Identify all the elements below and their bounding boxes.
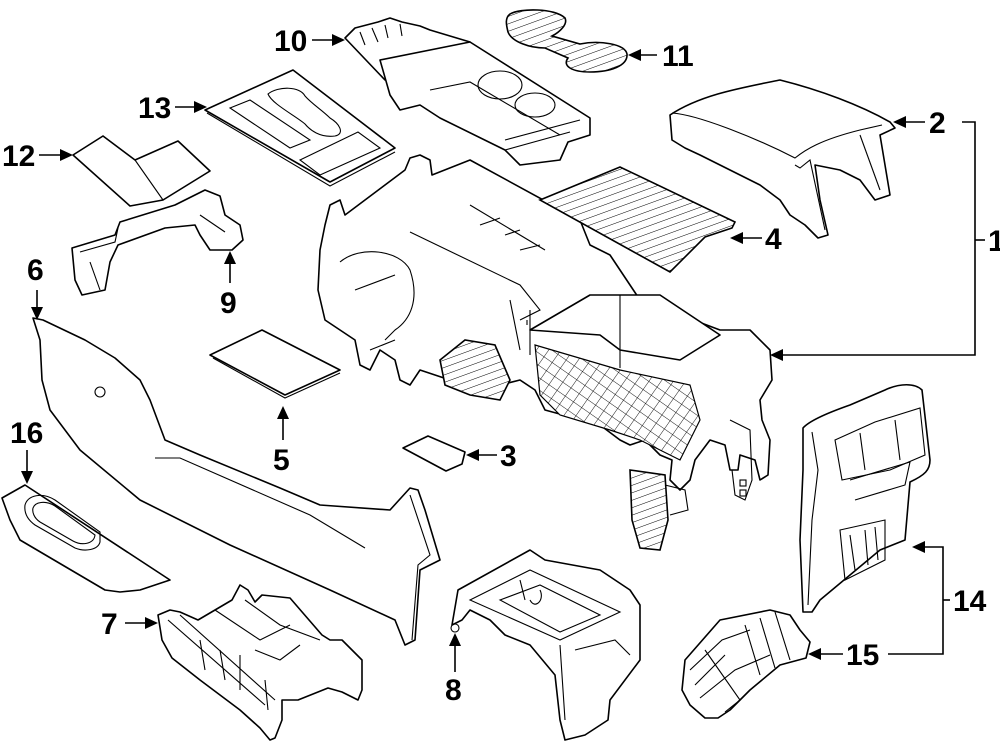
callout-15[interactable]: 15 [808,639,879,672]
callout-label: 1 [988,225,1000,258]
part-lower-bracket [157,584,363,741]
callout-1[interactable]: 1 [770,121,1000,361]
callout-label: 8 [445,674,462,707]
callout-8[interactable]: 8 [445,633,462,707]
arrow-icon [893,116,906,128]
arrow-icon [277,406,289,419]
arrow-icon [770,349,783,361]
callout-label: 2 [929,107,946,140]
callout-label: 12 [2,140,35,173]
part-rear-support-bracket [450,549,641,741]
part-cup-holder-mat [505,9,628,73]
arrow-icon [912,541,925,553]
part-side-panel [32,317,441,646]
arrow-icon [808,648,821,660]
part-front-bracket [71,189,244,296]
callout-label: 14 [953,585,987,618]
part-cup-holder-assembly [344,17,591,166]
callout-label: 9 [220,287,237,320]
arrow-icon [60,149,73,161]
callout-5[interactable]: 5 [273,406,290,477]
arrow-icon [224,251,236,264]
callout-12[interactable]: 12 [2,140,73,173]
arrow-icon [145,617,158,629]
callout-label: 6 [27,254,44,287]
callout-label: 5 [273,444,290,477]
callout-label: 16 [10,417,43,450]
arrow-icon [31,307,43,320]
part-rear-panel-assembly [799,383,931,613]
callout-3[interactable]: 3 [466,440,517,473]
callout-14[interactable]: 14 [888,541,987,655]
callout-9[interactable]: 9 [220,251,237,320]
callout-label: 10 [274,25,307,58]
part-top-trim-panel [204,69,396,187]
callout-6[interactable]: 6 [27,254,44,320]
part-small-mat [402,435,466,472]
part-tray-mat [209,329,341,399]
arrow-icon [449,633,461,646]
callout-4[interactable]: 4 [730,223,782,256]
callout-label: 11 [662,40,694,73]
part-console-assembly [317,154,773,551]
arrow-icon [730,232,743,244]
callout-16[interactable]: 16 [10,417,43,484]
part-front-mat [72,135,211,207]
part-armrest-lid [669,79,896,239]
arrow-icon [628,49,641,61]
callout-7[interactable]: 7 [101,608,158,641]
callout-label: 7 [101,608,118,641]
arrow-icon [194,101,207,113]
callout-label: 4 [765,223,782,256]
callout-10[interactable]: 10 [274,25,345,58]
callout-11[interactable]: 11 [628,40,694,73]
callout-label: 15 [846,639,879,672]
arrow-icon [466,449,479,461]
callout-13[interactable]: 13 [138,92,207,125]
callout-label: 3 [500,440,517,473]
arrow-icon [21,471,33,484]
callout-2[interactable]: 2 [893,107,946,140]
part-rear-air-vent [681,609,811,719]
callout-label: 13 [138,92,171,125]
arrow-icon [332,34,345,46]
part-storage-mat [538,166,737,273]
part-trim-bezel [1,484,171,593]
